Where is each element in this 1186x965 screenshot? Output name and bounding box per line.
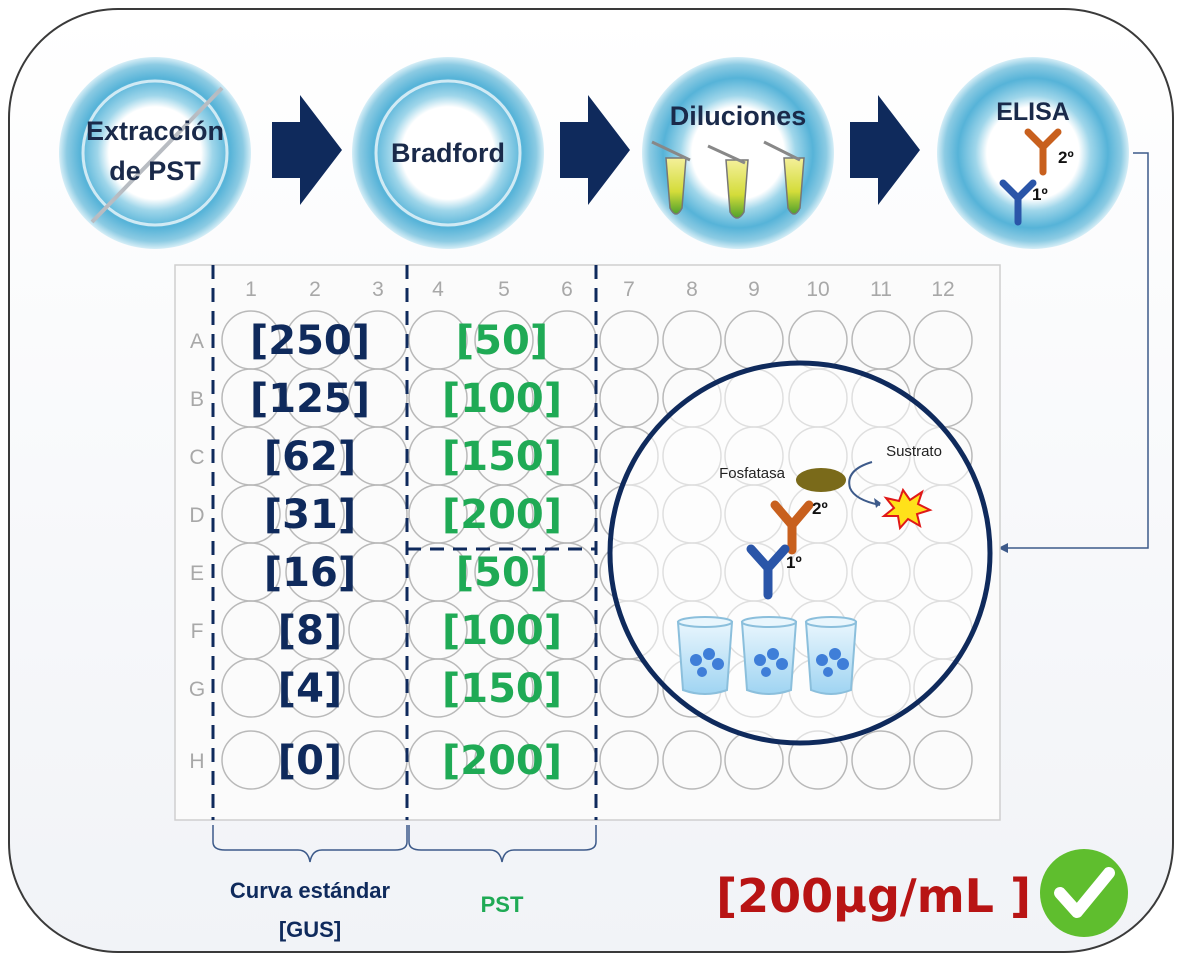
signal-burst-icon — [881, 487, 933, 531]
ring-icon — [642, 57, 834, 249]
column-number: 2 — [309, 278, 321, 301]
plate-well — [408, 730, 468, 790]
plate-well — [599, 658, 659, 718]
arrowhead-icon — [998, 543, 1008, 553]
antibody-label: 1º — [1032, 185, 1048, 204]
row-letter: F — [191, 620, 204, 643]
column-number: 5 — [498, 278, 510, 301]
standard-concentration: [250] — [250, 318, 370, 364]
pst-concentration: [200] — [442, 492, 562, 538]
antibody-label: 2º — [1058, 148, 1074, 167]
plate-well — [285, 730, 345, 790]
ring-icon — [59, 57, 251, 249]
row-labels: A B C D E F G H — [189, 330, 205, 773]
plate-well — [408, 658, 468, 718]
column-number: 8 — [686, 278, 698, 301]
row-letter: B — [190, 388, 204, 411]
standard-concentration: [4] — [278, 666, 342, 712]
step-diluciones: Diluciones — [642, 57, 834, 249]
antibody-label: 2º — [812, 499, 828, 518]
plate-well — [599, 730, 659, 790]
step-label: Extracción — [86, 116, 224, 146]
column-number: 3 — [372, 278, 384, 301]
step-label: Diluciones — [670, 101, 807, 131]
brace-pst — [408, 825, 597, 863]
row-letter: G — [189, 678, 205, 701]
step-label: ELISA — [996, 98, 1070, 126]
pst-values: [50] [100] [150] [200] [50] [100] [150] [200] — [442, 318, 562, 784]
step-label: de PST — [109, 156, 201, 186]
plate-well — [662, 730, 722, 790]
arrow-right-icon — [560, 95, 630, 205]
plate-well — [851, 730, 911, 790]
column-number: 11 — [870, 278, 892, 301]
connector-line — [998, 152, 1149, 549]
arrow-right-icon — [272, 95, 342, 205]
pst-concentration: [150] — [442, 666, 562, 712]
check-icon — [1040, 849, 1128, 937]
step-elisa: ELISA 2º 1º — [937, 57, 1129, 249]
antibody-label: 1º — [786, 553, 802, 572]
standard-curve-values: [250] [125] [62] [31] [16] [8] [4] [0] — [250, 318, 370, 784]
standard-concentration: [0] — [278, 738, 342, 784]
substrate-label: Sustrato — [886, 443, 942, 460]
antibody-secondary-icon — [1024, 128, 1062, 176]
column-number: 12 — [931, 278, 954, 301]
antibody-secondary-icon — [770, 500, 814, 555]
ring-icon — [352, 57, 544, 249]
syringe-icon — [90, 86, 224, 224]
arrow-right-icon — [850, 95, 920, 205]
step-label: Bradford — [391, 138, 505, 168]
pst-concentration: [50] — [456, 318, 548, 364]
column-number: 1 — [245, 278, 257, 301]
row-letter: H — [189, 750, 204, 773]
plate-well — [913, 730, 973, 790]
standard-curve-label: Curva estándar — [230, 878, 391, 903]
reaction-arrow-icon — [848, 461, 881, 506]
column-number: 7 — [623, 278, 635, 301]
beakers-icon — [676, 616, 858, 695]
column-number: 9 — [748, 278, 760, 301]
column-number: 4 — [432, 278, 444, 301]
standard-concentration: [16] — [264, 550, 356, 596]
brace-standard — [212, 825, 408, 863]
tubes-icon — [651, 140, 805, 219]
pst-label: PST — [481, 892, 524, 917]
standard-curve-sublabel: [GUS] — [279, 917, 341, 942]
standard-concentration: [62] — [264, 434, 356, 480]
enzyme-icon — [796, 468, 846, 492]
pst-concentration: [200] — [442, 738, 562, 784]
row-letter: D — [189, 504, 204, 527]
standard-concentration: [31] — [264, 492, 356, 538]
standard-concentration: [125] — [250, 376, 370, 422]
pst-concentration: [50] — [456, 550, 548, 596]
elisa-inset: Fosfatasa Sustrato 2º 1º — [607, 360, 993, 746]
antibody-primary-icon — [746, 544, 790, 600]
plate-well — [474, 730, 534, 790]
plate-well — [474, 658, 534, 718]
dashed-boxes — [211, 265, 598, 820]
enzyme-label: Fosfatasa — [719, 465, 786, 482]
step-extraccion: Extracción de PST — [59, 57, 251, 249]
plate-well — [221, 658, 281, 718]
plate-well — [221, 730, 281, 790]
result-value: [200µg/mL ] — [716, 869, 1031, 923]
row-letter: A — [190, 330, 204, 353]
pst-concentration: [150] — [442, 434, 562, 480]
standard-concentration: [8] — [278, 608, 342, 654]
column-number: 6 — [561, 278, 573, 301]
antibody-primary-icon — [999, 179, 1037, 226]
row-letter: C — [189, 446, 204, 469]
plate-well — [285, 658, 345, 718]
column-number: 10 — [806, 278, 829, 301]
step-bradford: Bradford — [352, 57, 544, 249]
ring-icon — [937, 57, 1129, 249]
pst-concentration: [100] — [442, 376, 562, 422]
pst-concentration: [100] — [442, 608, 562, 654]
row-letter: E — [190, 562, 204, 585]
